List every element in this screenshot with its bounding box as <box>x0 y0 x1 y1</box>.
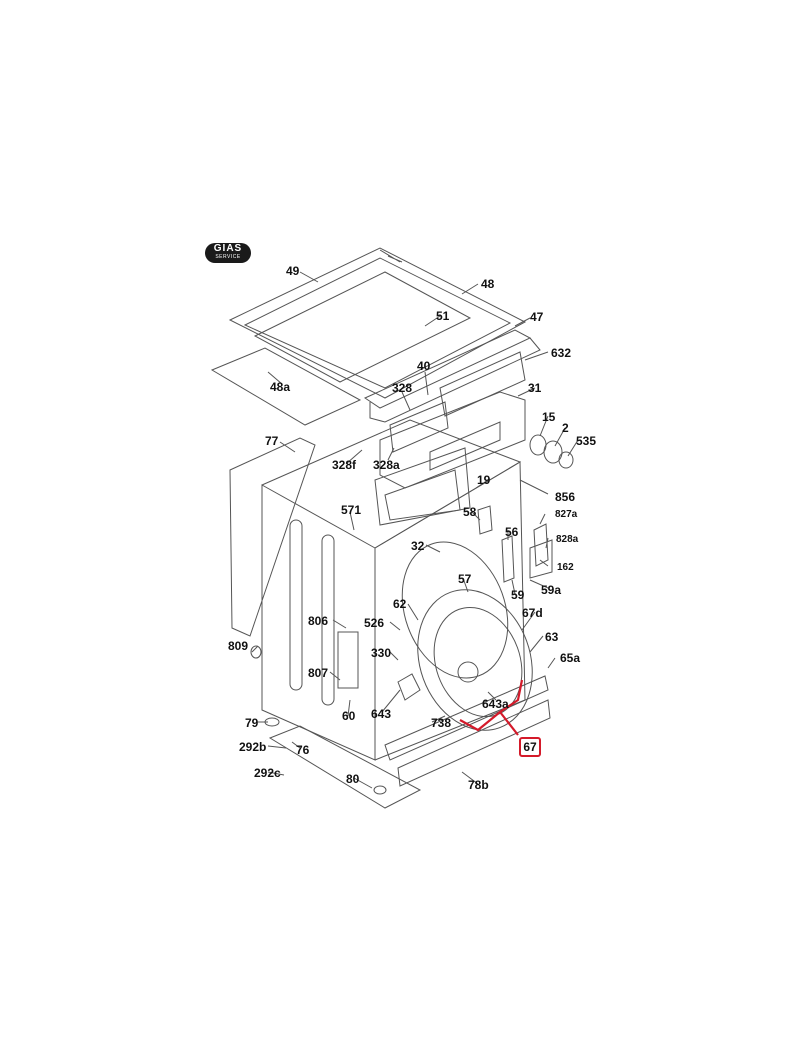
part-label-76[interactable]: 76 <box>296 743 310 757</box>
part-label-57[interactable]: 57 <box>458 572 472 586</box>
highlighted-part-label: 67 <box>523 740 537 754</box>
part-label-56[interactable]: 56 <box>505 525 519 539</box>
part-label-806[interactable]: 806 <box>308 614 329 628</box>
part-label-571[interactable]: 571 <box>341 503 362 517</box>
part-label-328[interactable]: 328 <box>392 381 413 395</box>
part-label-643a[interactable]: 643a <box>482 697 509 711</box>
part-label-51[interactable]: 51 <box>436 309 450 323</box>
part-label-292b[interactable]: 292b <box>239 740 267 754</box>
logo-sub-text: SERVICE <box>215 254 241 260</box>
panel-48a <box>210 347 362 426</box>
gias-service-logo: GIAS SERVICE <box>205 243 251 263</box>
part-label-827a[interactable]: 827a <box>555 509 578 520</box>
highlighted-part-67[interactable]: 67 <box>519 737 541 757</box>
part-label-31[interactable]: 31 <box>528 381 542 395</box>
part-label-58[interactable]: 58 <box>463 505 477 519</box>
part-label-856[interactable]: 856 <box>555 490 576 504</box>
worktop-frame <box>228 247 527 399</box>
part-label-60[interactable]: 60 <box>342 709 356 723</box>
part-label-526[interactable]: 526 <box>364 616 385 630</box>
part-label-632[interactable]: 632 <box>551 346 572 360</box>
part-label-19[interactable]: 19 <box>477 473 491 487</box>
highlight-leader <box>459 679 524 736</box>
part-label-63[interactable]: 63 <box>545 630 559 644</box>
part-label-328a[interactable]: 328a <box>373 458 400 472</box>
part-label-62[interactable]: 62 <box>393 597 407 611</box>
part-label-828a[interactable]: 828a <box>556 534 579 545</box>
display-328 <box>389 401 449 453</box>
part-label-738[interactable]: 738 <box>431 716 452 730</box>
console-632 <box>439 351 526 417</box>
part-label-32[interactable]: 32 <box>411 539 425 553</box>
part-label-47[interactable]: 47 <box>530 310 544 324</box>
part-label-162[interactable]: 162 <box>557 562 574 573</box>
drawer <box>374 447 471 526</box>
part-label-643[interactable]: 643 <box>371 707 392 721</box>
part-label-40[interactable]: 40 <box>417 359 431 373</box>
part-label-15[interactable]: 15 <box>542 410 556 424</box>
part-label-328f[interactable]: 328f <box>332 458 357 472</box>
part-label-2[interactable]: 2 <box>562 421 569 435</box>
door-67d <box>417 589 533 731</box>
part-label-330[interactable]: 330 <box>371 646 392 660</box>
kickplate-78b <box>397 699 551 787</box>
part-label-807[interactable]: 807 <box>308 666 329 680</box>
cabinet-front <box>374 461 526 761</box>
part-label-59a[interactable]: 59a <box>541 583 562 597</box>
part-label-80[interactable]: 80 <box>346 772 360 786</box>
gasket-77 <box>229 437 316 637</box>
part-label-59[interactable]: 59 <box>511 588 525 602</box>
part-label-48a[interactable]: 48a <box>270 380 291 394</box>
door-opening <box>401 541 509 679</box>
part-label-79[interactable]: 79 <box>245 716 259 730</box>
part-label-809[interactable]: 809 <box>228 639 249 653</box>
part-label-48[interactable]: 48 <box>481 277 495 291</box>
part-label-49[interactable]: 49 <box>286 264 300 278</box>
logo-brand-text: GIAS <box>213 243 243 254</box>
part-label-535[interactable]: 535 <box>576 434 597 448</box>
part-label-292c[interactable]: 292c <box>254 766 281 780</box>
part-label-67d[interactable]: 67d <box>522 606 543 620</box>
part-label-78b[interactable]: 78b <box>468 778 489 792</box>
hinge-643 <box>397 673 421 701</box>
top-trim <box>363 329 532 409</box>
part-label-65a[interactable]: 65a <box>560 651 581 665</box>
latch-806 <box>337 631 359 689</box>
fascia-31 <box>379 391 526 489</box>
part-label-77[interactable]: 77 <box>265 434 279 448</box>
base-76 <box>268 725 422 809</box>
